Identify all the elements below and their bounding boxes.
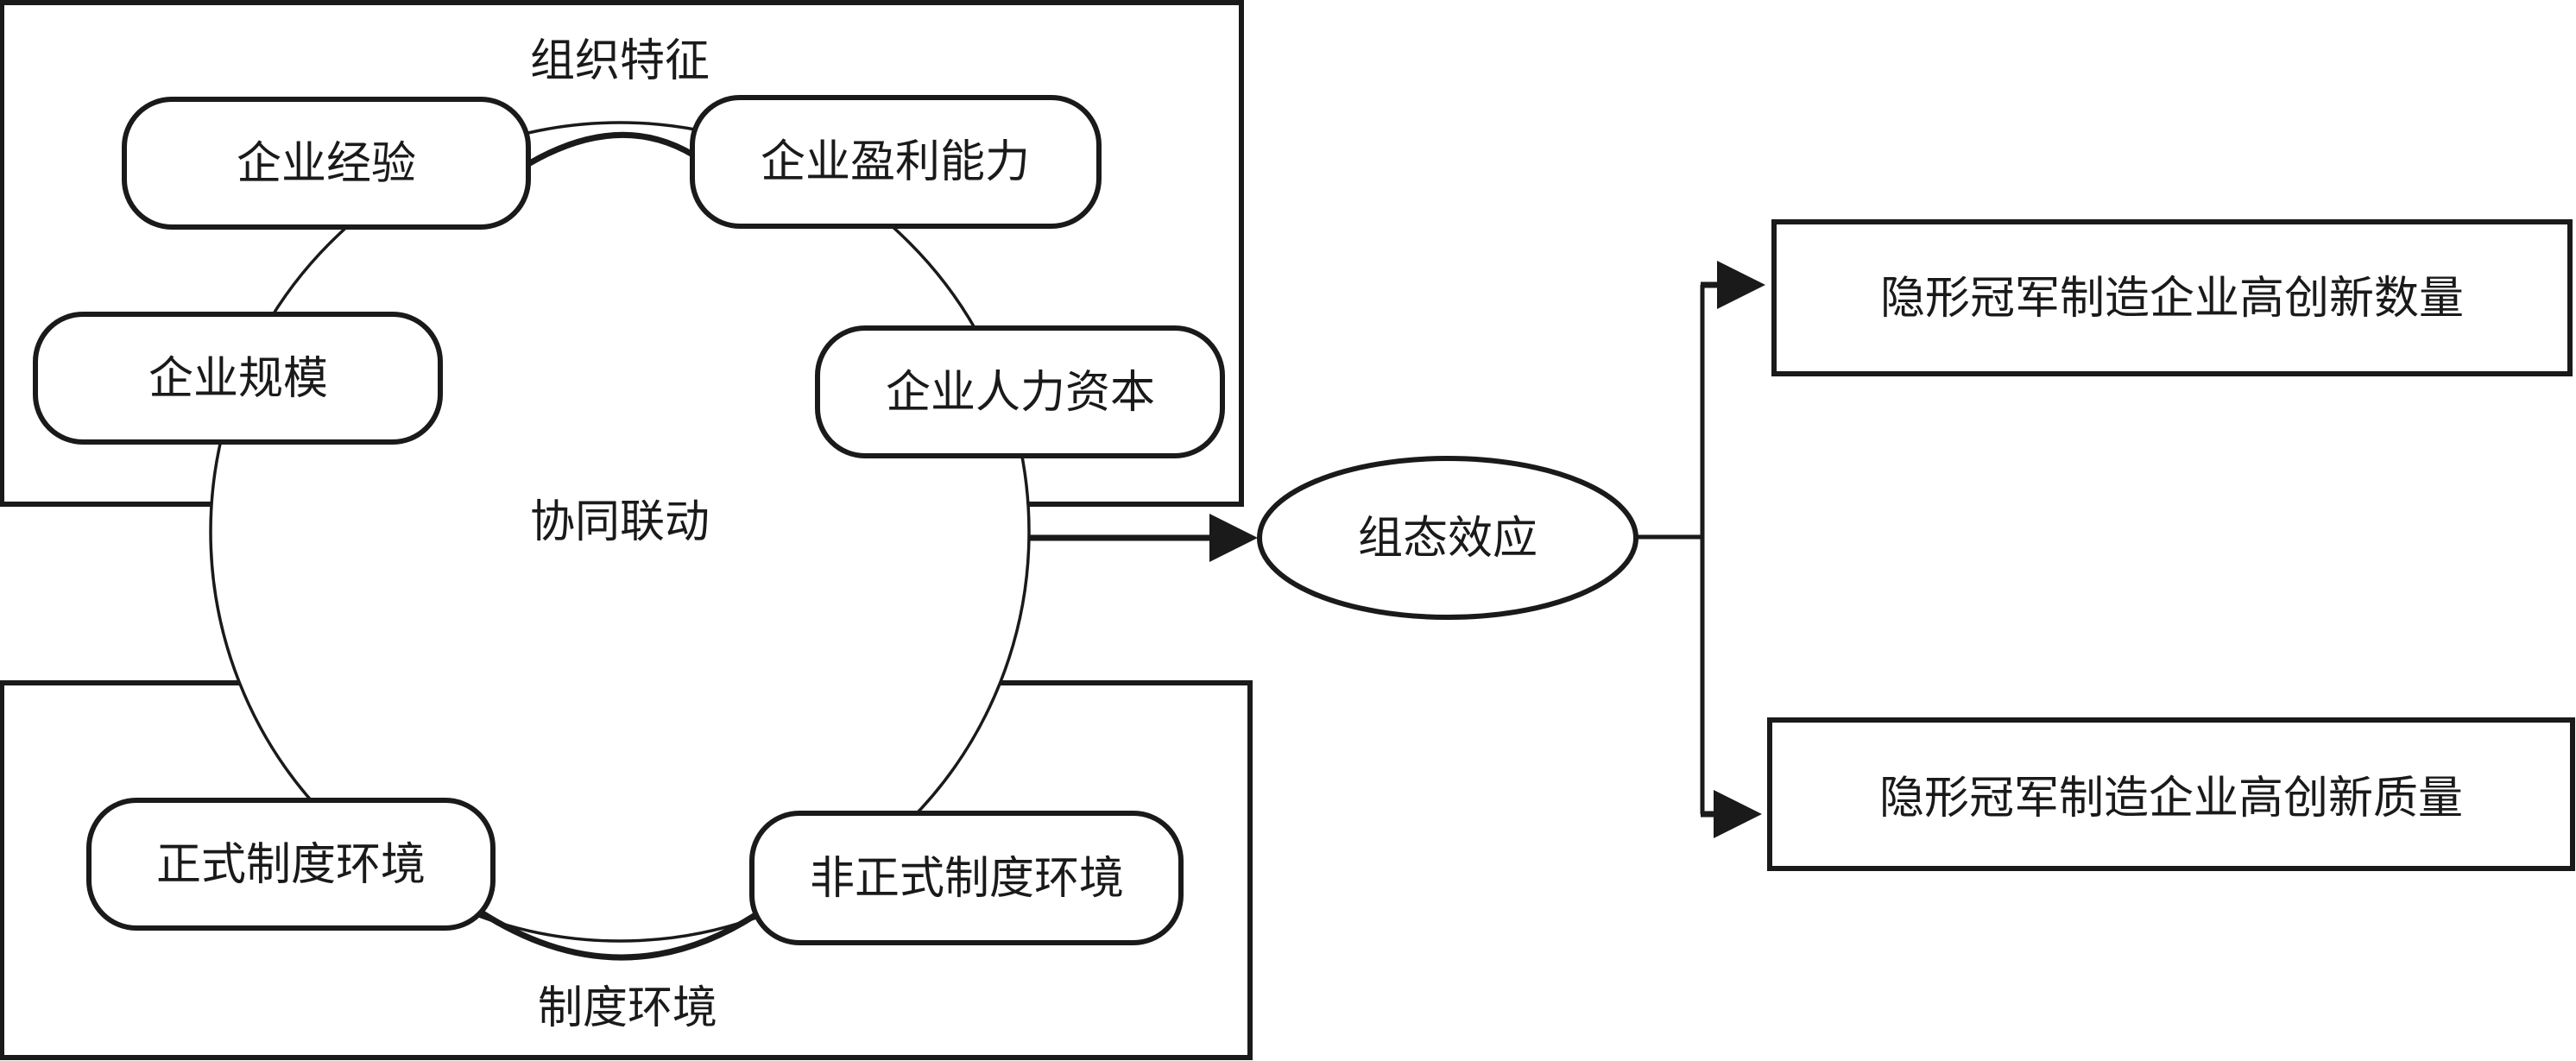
outcome-label-quantity: 隐形冠军制造企业高创新数量 [1880,273,2464,325]
institutional-group-title: 制度环境 [538,982,717,1034]
condition-label-human-capital: 企业人力资本 [886,367,1155,419]
effect-node: 组态效应 [1257,456,1638,620]
condition-node-human-capital: 企业人力资本 [815,325,1225,458]
outcome-label-quality: 隐形冠军制造企业高创新质量 [1879,773,2463,824]
connector-experience-profitability [527,131,696,167]
effect-label: 组态效应 [1358,513,1537,565]
condition-node-experience: 企业经验 [122,97,531,230]
outcome-node-quantity: 隐形冠军制造企业高创新数量 [1771,219,2573,376]
condition-node-profitability: 企业盈利能力 [690,95,1102,229]
condition-label-informal-institution: 非正式制度环境 [810,853,1124,905]
condition-node-formal-institution: 正式制度环境 [86,798,496,931]
condition-label-formal-institution: 正式制度环境 [156,839,426,891]
condition-label-profitability: 企业盈利能力 [761,136,1030,188]
condition-node-scale: 企业规模 [33,312,443,445]
synergy-label: 协同联动 [530,496,710,548]
condition-label-experience: 企业经验 [237,138,416,190]
condition-node-informal-institution: 非正式制度环境 [749,811,1184,945]
organizational-group-title: 组织特征 [530,35,710,87]
connector-formal-informal [478,909,757,961]
condition-label-scale: 企业规模 [148,353,328,405]
outcome-node-quality: 隐形冠军制造企业高创新质量 [1767,717,2575,871]
